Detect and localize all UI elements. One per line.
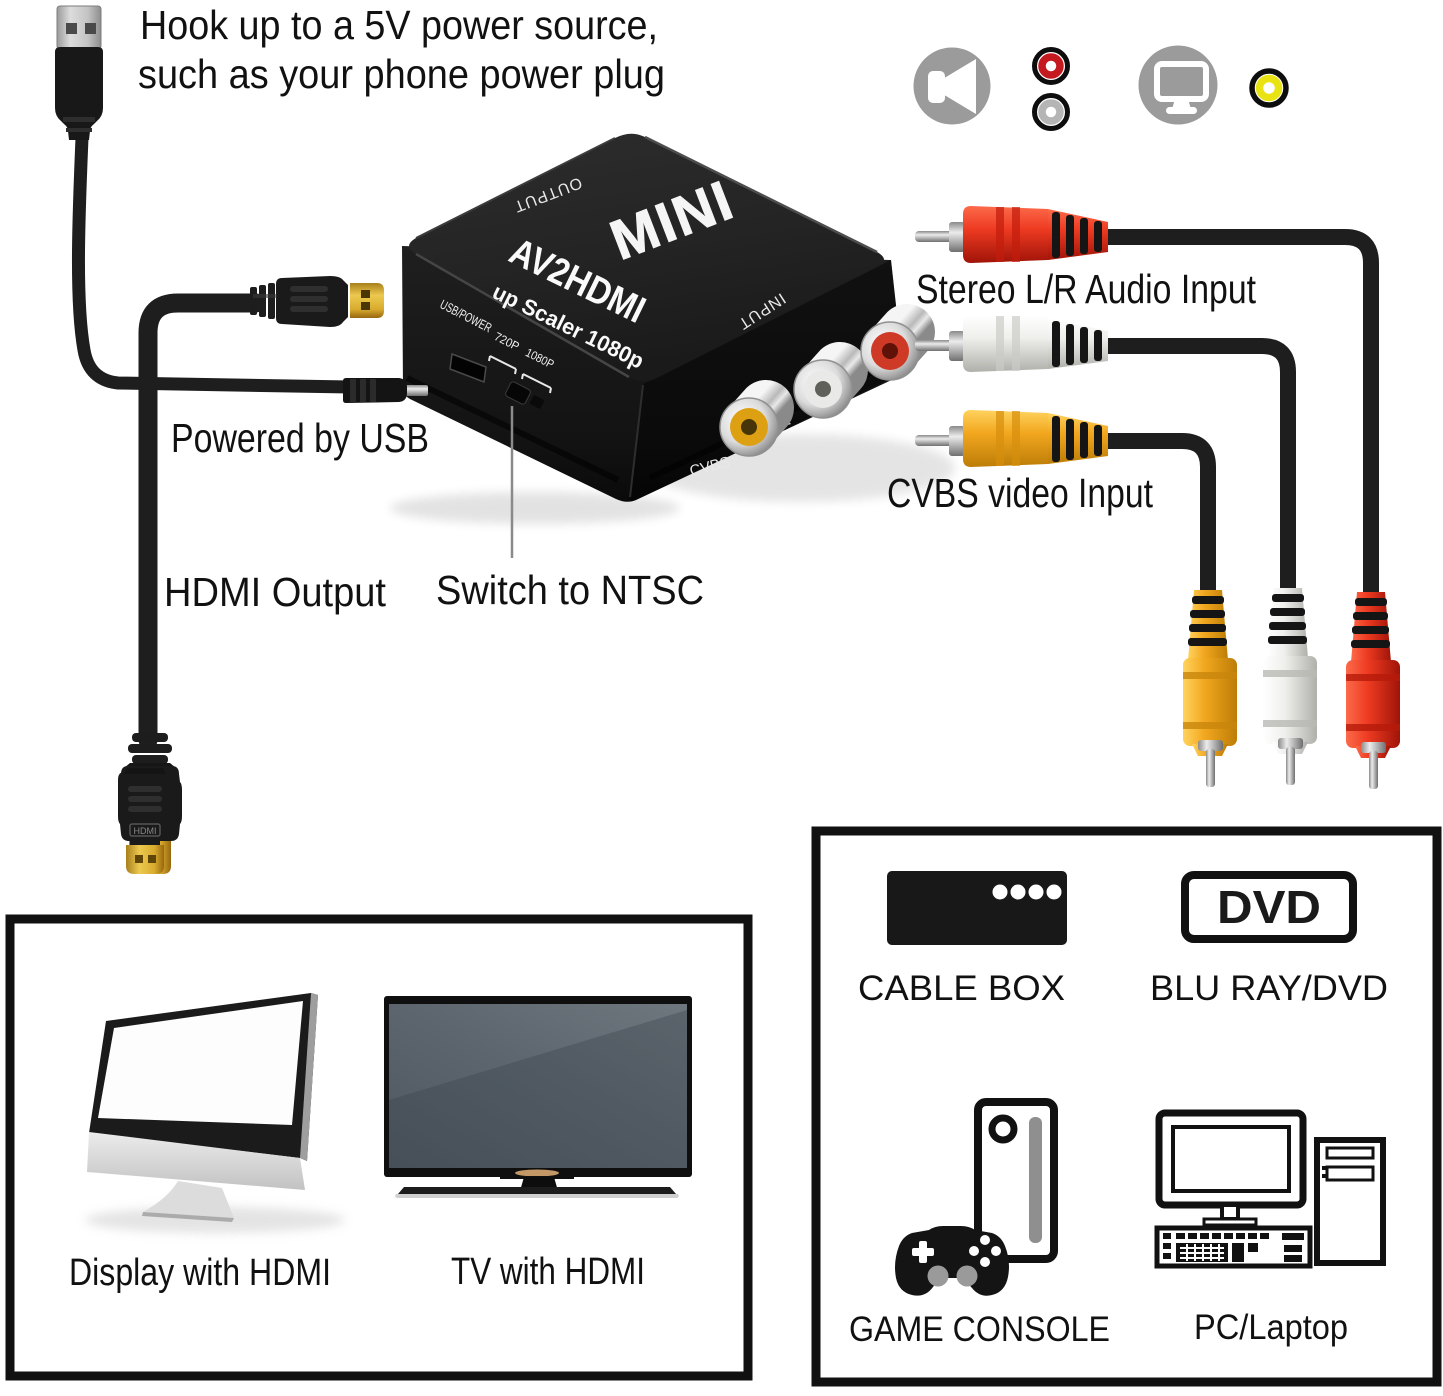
svg-text:BLU RAY/DVD: BLU RAY/DVD <box>1150 969 1388 1008</box>
svg-text:TV with HDMI: TV with HDMI <box>451 1251 645 1293</box>
svg-text:such as your phone power plug: such as your phone power plug <box>138 51 665 97</box>
svg-text:Stereo L/R Audio Input: Stereo L/R Audio Input <box>916 266 1257 312</box>
svg-text:Powered by USB: Powered by USB <box>171 415 429 461</box>
svg-text:HDMI: HDMI <box>134 826 157 836</box>
svg-text:DVD: DVD <box>1217 881 1321 933</box>
svg-text:Hook up to a 5V power source,: Hook up to a 5V power source, <box>140 2 658 48</box>
svg-text:CVBS video Input: CVBS video Input <box>887 470 1153 516</box>
svg-text:CABLE BOX: CABLE BOX <box>858 969 1065 1008</box>
svg-text:GAME CONSOLE: GAME CONSOLE <box>849 1310 1110 1349</box>
svg-text:PC/Laptop: PC/Laptop <box>1194 1308 1348 1347</box>
svg-text:Display with HDMI: Display with HDMI <box>69 1252 331 1294</box>
svg-text:Switch to NTSC: Switch to NTSC <box>436 567 704 613</box>
svg-text:HDMI Output: HDMI Output <box>164 569 387 615</box>
